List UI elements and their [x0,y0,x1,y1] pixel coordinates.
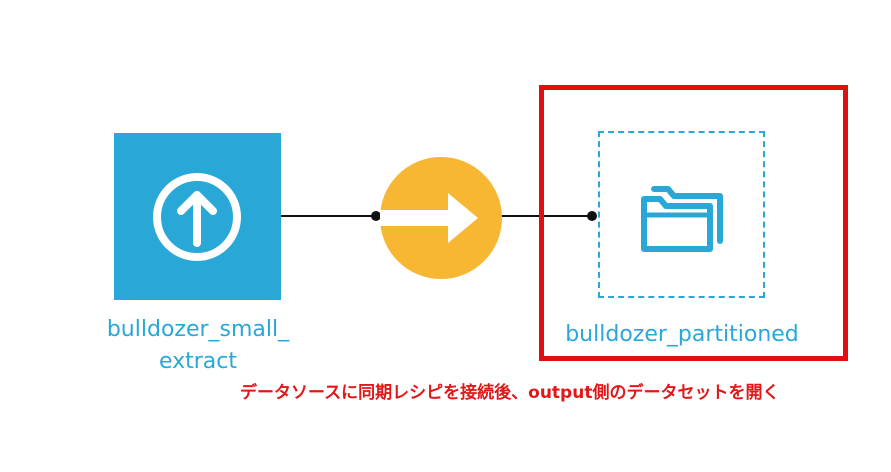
arrow-right-icon [380,193,478,243]
annotation-text: データソースに同期レシピを接続後、output側のデータセットを開く [240,383,780,403]
input-dataset-label-line1: bulldozer_small_ [106,317,290,342]
input-dataset-label[interactable]: bulldozer_small_ extract [88,314,308,378]
output-dataset-node[interactable] [598,131,765,298]
output-dataset-label[interactable]: bulldozer_partitioned [565,322,799,347]
folders-icon [641,186,723,252]
sync-recipe-node[interactable] [380,157,502,279]
edge-recipe-to-output-anchor [587,211,597,221]
edge-input-to-recipe-anchor [371,211,381,221]
input-dataset-label-line2: extract [158,349,238,374]
upload-circle-icon [153,173,241,261]
input-dataset-node[interactable] [114,133,281,300]
edge-input-to-recipe [281,215,377,217]
highlight-box [539,85,848,361]
edge-recipe-to-output [500,215,593,217]
